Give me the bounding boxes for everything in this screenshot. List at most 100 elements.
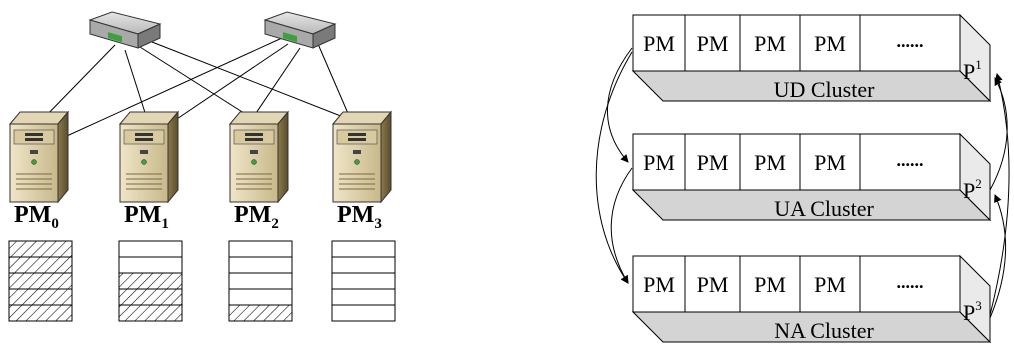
link-sw0-pm2 — [139, 46, 259, 123]
slot-free — [331, 304, 396, 322]
server-tower-icon — [118, 110, 180, 204]
server-label: PM1 — [124, 202, 169, 232]
pool-label-main: P — [963, 178, 975, 203]
cell-pm: PM — [814, 272, 846, 297]
server-label-main: PM — [14, 202, 51, 228]
pool-label-superscript: 3 — [975, 298, 982, 313]
cell-pm: PM — [754, 31, 786, 56]
server-tower-icon — [331, 110, 393, 204]
cluster-right-face — [959, 254, 991, 344]
server-pm0 — [8, 110, 70, 204]
server-label: PM0 — [14, 202, 59, 232]
cell-pm: PM — [697, 31, 729, 56]
slot-used — [8, 304, 73, 322]
pool-label-superscript: 2 — [975, 176, 982, 191]
server-tower-icon — [228, 110, 290, 204]
slot-used — [118, 304, 183, 322]
arrow-p3-to-p1 — [989, 73, 1010, 316]
server-pm3 — [331, 110, 393, 204]
server-label-main: PM — [234, 202, 271, 228]
cluster-front-face — [632, 255, 961, 313]
slot-stack — [8, 240, 73, 322]
server-label-subscript: 2 — [271, 216, 279, 232]
slot-used — [118, 272, 183, 290]
server-pm2 — [228, 110, 290, 204]
cluster-front-face — [632, 14, 961, 72]
link-sw1-pm2 — [249, 47, 301, 123]
link-sw0-pm1 — [124, 49, 149, 123]
cell-pm: PM — [754, 272, 786, 297]
cell-pm: PM — [643, 150, 675, 175]
cell-pm: PM — [754, 150, 786, 175]
cluster-right-face — [959, 13, 991, 103]
pool-label-superscript: 1 — [975, 57, 982, 72]
pool-label-main: P — [963, 59, 975, 84]
cluster-label: UD Cluster — [774, 77, 876, 102]
slot-used — [228, 304, 293, 322]
network-links — [39, 37, 357, 141]
server-label-main: PM — [124, 202, 161, 228]
pool-label: P3 — [963, 298, 982, 325]
cell-ellipsis: ...... — [897, 150, 924, 170]
slot-free — [228, 272, 293, 290]
server-label: PM3 — [337, 202, 382, 232]
slot-free — [331, 288, 396, 306]
slot-used — [8, 240, 73, 258]
slot-free — [331, 240, 396, 258]
cluster-front-face — [632, 133, 961, 191]
left-arrows — [595, 47, 633, 284]
arrow-p3-to-p2 — [989, 194, 1007, 319]
slot-stack — [118, 240, 183, 322]
server-pm1 — [118, 110, 180, 204]
cell-pm: PM — [814, 150, 846, 175]
slot-free — [331, 272, 396, 290]
cell-ellipsis: ...... — [897, 31, 924, 51]
arrow-ud-to-na — [595, 51, 633, 284]
slot-free — [331, 256, 396, 274]
slot-free — [118, 240, 183, 258]
slot-used — [8, 256, 73, 274]
slot-stack — [228, 240, 293, 322]
cluster-na: PM PM PM PM...... NA Cluster P3 — [631, 254, 992, 344]
slot-stack — [331, 240, 396, 322]
cluster-label: NA Cluster — [774, 318, 874, 343]
pool-label-main: P — [963, 300, 975, 325]
server-label-subscript: 0 — [51, 216, 59, 232]
link-sw0-pm3 — [151, 41, 357, 123]
cell-pm: PM — [697, 150, 729, 175]
server-label-subscript: 1 — [161, 216, 169, 232]
pool-label: P1 — [963, 57, 982, 84]
server-label-main: PM — [337, 202, 374, 228]
server-label: PM2 — [234, 202, 279, 232]
cell-pm: PM — [643, 31, 675, 56]
right-arrows — [989, 73, 1010, 319]
slot-free — [118, 256, 183, 274]
arrow-ua-to-na — [610, 167, 633, 284]
server-label-subscript: 3 — [374, 216, 382, 232]
cell-pm: PM — [697, 272, 729, 297]
network-switch-icon — [88, 11, 162, 49]
cluster-ud: PM PM PM PM...... UD Cluster P1 — [631, 13, 992, 103]
slot-free — [228, 240, 293, 258]
slot-free — [228, 256, 293, 274]
link-sw1-pm3 — [317, 43, 351, 119]
slot-free — [228, 288, 293, 306]
cell-pm: PM — [814, 31, 846, 56]
link-sw1-pm0 — [57, 37, 283, 141]
arrow-ud-to-ua — [607, 47, 633, 163]
slot-used — [8, 272, 73, 290]
cell-ellipsis: ...... — [897, 272, 924, 292]
slot-used — [8, 288, 73, 306]
link-sw1-pm1 — [167, 43, 289, 126]
server-tower-icon — [8, 110, 70, 204]
arrow-p2-to-p1 — [989, 77, 1008, 191]
network-switch-icon — [263, 11, 337, 49]
cell-pm: PM — [643, 272, 675, 297]
slot-used — [118, 288, 183, 306]
